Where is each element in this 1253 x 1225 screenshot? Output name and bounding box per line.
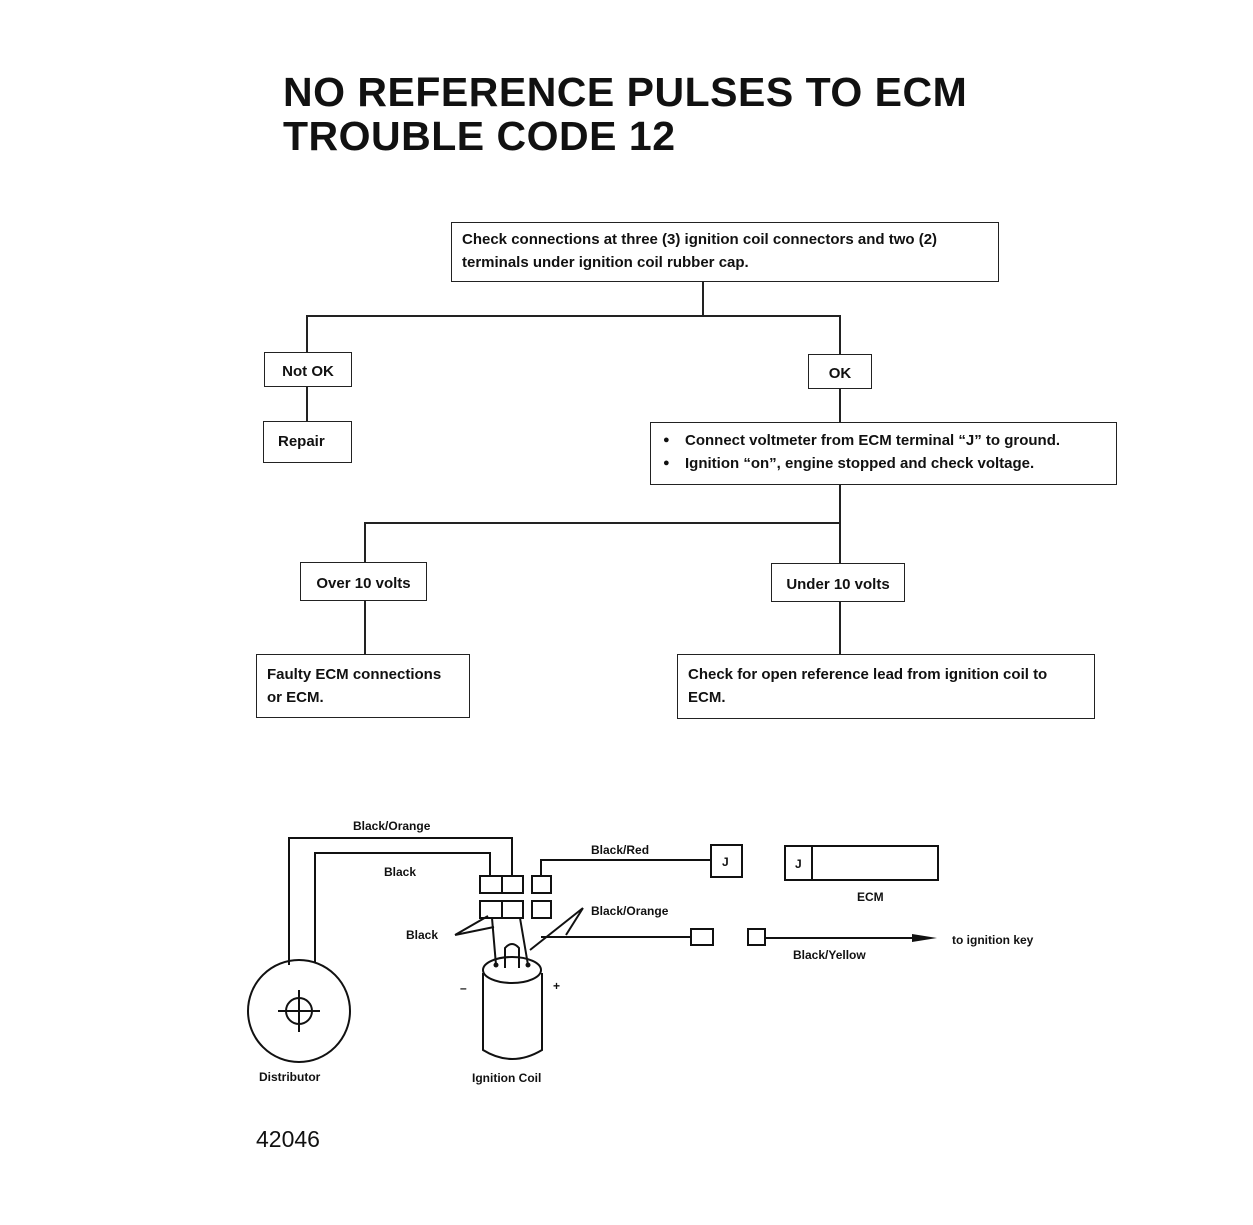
distributor-cross	[278, 990, 320, 1032]
connector-line	[702, 281, 704, 316]
under-10-volts-box: Under 10 volts	[771, 563, 905, 602]
page-title: NO REFERENCE PULSES TO ECM TROUBLE CODE …	[283, 70, 967, 158]
connector-line	[839, 484, 841, 564]
label-ecm: ECM	[857, 890, 884, 904]
voltmeter-steps-list: Connect voltmeter from ECM terminal “J” …	[659, 429, 1108, 475]
connector-line	[839, 601, 841, 655]
label-black-orange-top: Black/Orange	[353, 819, 431, 833]
connector-line	[364, 522, 494, 524]
not-ok-box: Not OK	[264, 352, 352, 387]
key-connector-left	[690, 928, 714, 946]
label-coil-plus: +	[553, 979, 560, 993]
faulty-ecm-box: Faulty ECM connections or ECM.	[256, 654, 470, 718]
coil-connector	[479, 875, 503, 894]
coil-connector	[501, 875, 524, 894]
key-connector-right	[747, 928, 766, 946]
coil-connector	[531, 875, 552, 894]
wire-black-orange-distributor	[288, 837, 513, 965]
wire-black-distributor	[314, 852, 491, 962]
over-10-volts-box: Over 10 volts	[300, 562, 427, 601]
connector-line	[839, 315, 841, 355]
ecm-body	[784, 845, 939, 881]
black-pointer	[454, 915, 495, 936]
check-open-lead-box: Check for open reference lead from ignit…	[677, 654, 1095, 719]
coil-connector	[531, 900, 552, 919]
label-terminal-j: J	[722, 855, 729, 869]
connector-line	[494, 522, 841, 524]
ignition-coil-top	[482, 956, 542, 984]
coil-terminal-dot	[493, 962, 499, 968]
label-black-yellow: Black/Yellow	[793, 948, 866, 962]
label-ecm-terminal-j: J	[795, 857, 802, 871]
voltmeter-step: Ignition “on”, engine stopped and check …	[659, 452, 1108, 475]
wire-black-red	[540, 859, 711, 876]
label-to-ignition-key: to ignition key	[952, 933, 1034, 947]
title-line-2: TROUBLE CODE 12	[283, 113, 676, 159]
label-black-red: Black/Red	[591, 843, 649, 857]
title-line-1: NO REFERENCE PULSES TO ECM	[283, 69, 968, 115]
connector-line	[364, 522, 366, 562]
check-connections-box: Check connections at three (3) ignition …	[451, 222, 999, 282]
label-black-upper: Black	[384, 865, 416, 879]
coil-connector	[479, 900, 503, 919]
terminal-j-connector	[710, 844, 743, 878]
repair-box: Repair	[263, 421, 352, 463]
voltmeter-steps-box: Connect voltmeter from ECM terminal “J” …	[650, 422, 1117, 485]
black-orange-pointer	[529, 907, 584, 951]
connector-line	[306, 315, 308, 353]
label-black-orange-right: Black/Orange	[591, 904, 669, 918]
label-ignition-coil: Ignition Coil	[472, 1071, 541, 1085]
ok-box: OK	[808, 354, 872, 389]
ignition-coil-tower	[504, 943, 520, 968]
label-coil-minus: –	[460, 981, 467, 995]
connector-line	[306, 315, 841, 317]
connector-line	[306, 386, 308, 421]
coil-lead	[491, 917, 529, 966]
connector-line	[839, 388, 841, 423]
coil-terminal-dot	[525, 962, 531, 968]
distributor-body	[247, 959, 351, 1063]
label-distributor: Distributor	[259, 1070, 321, 1084]
label-black-lower: Black	[406, 928, 438, 942]
coil-connector	[501, 900, 524, 919]
arrow-to-key-icon	[912, 934, 937, 942]
connector-line	[364, 600, 366, 655]
voltmeter-step: Connect voltmeter from ECM terminal “J” …	[659, 429, 1108, 452]
ignition-coil-body	[482, 973, 543, 1060]
figure-number: 42046	[256, 1126, 320, 1152]
